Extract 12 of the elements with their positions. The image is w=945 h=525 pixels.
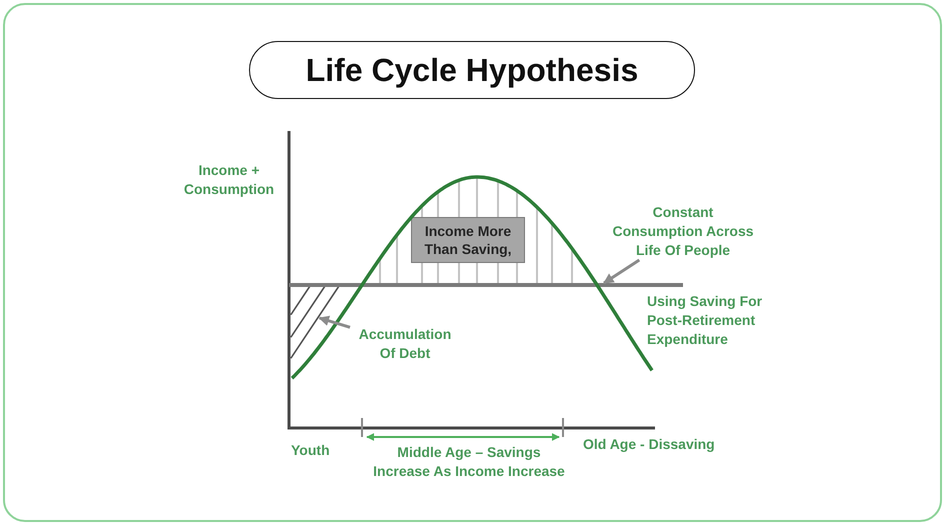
stage-label: Middle Age – Savings Increase As Income Increase (372, 443, 566, 481)
axis-label: Income + Consumption (182, 161, 276, 199)
debt-hatching (290, 285, 340, 359)
box-text: Income More Than Saving, (423, 222, 513, 258)
title-text: Life Cycle Hypothesis (306, 51, 638, 90)
annotation-text: Constant Consumption Across Life Of People (605, 203, 761, 260)
stage-label: Old Age - Dissaving (583, 435, 716, 454)
annotation-text: Accumulation Of Debt (350, 325, 460, 363)
annotation-text: Using Saving For Post-Retirement Expenditure (647, 292, 764, 349)
stage-label: Youth (291, 441, 331, 460)
label-box (411, 217, 525, 263)
leader-arrow (603, 258, 640, 284)
